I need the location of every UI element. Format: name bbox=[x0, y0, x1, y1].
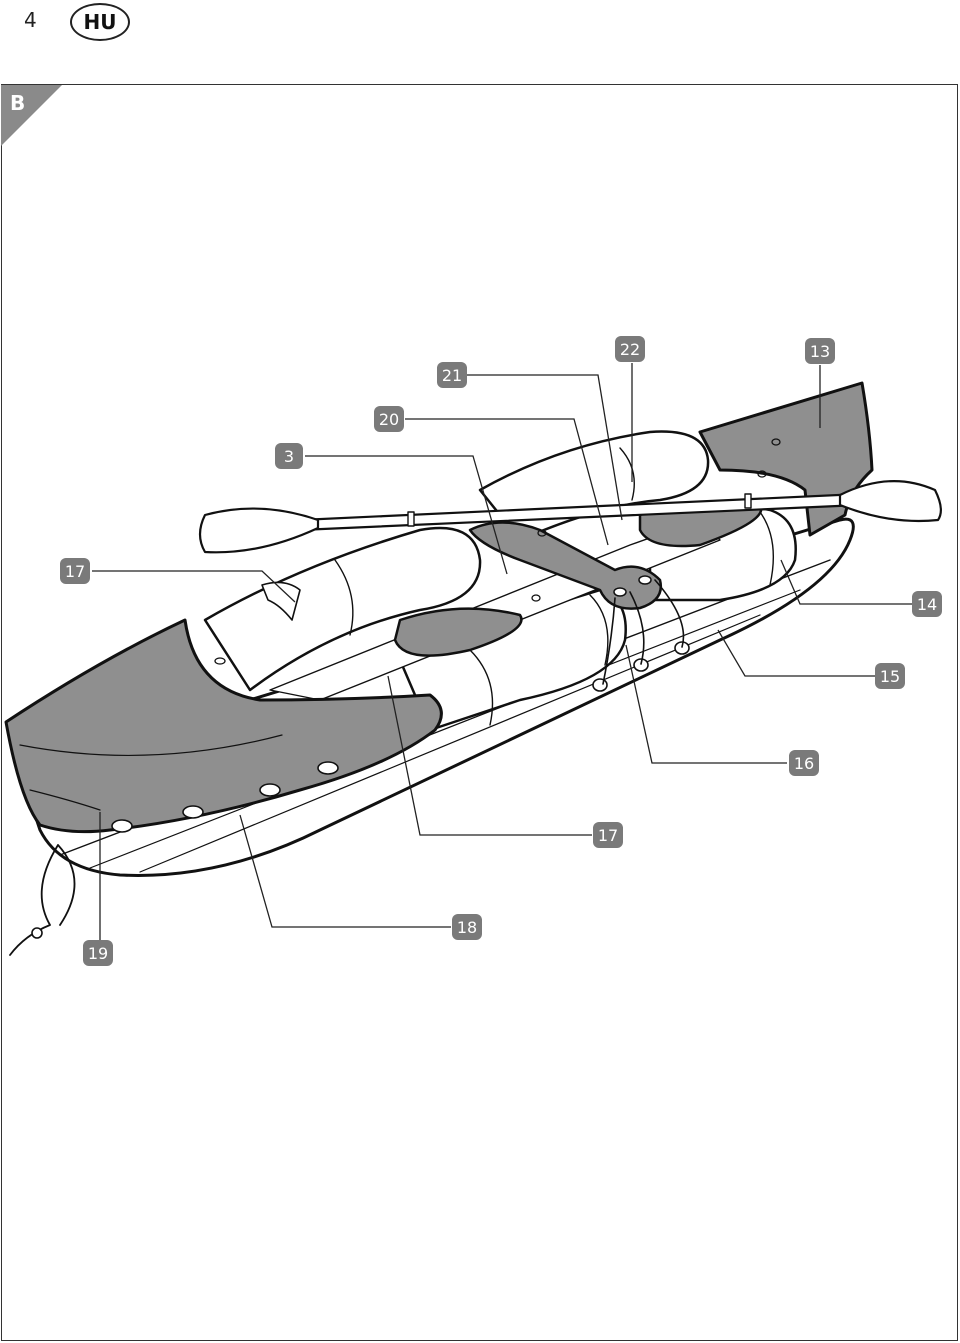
callout-21: 21 bbox=[437, 362, 467, 388]
svg-text:15: 15 bbox=[880, 667, 900, 686]
front-seat bbox=[393, 607, 523, 657]
svg-text:20: 20 bbox=[379, 410, 399, 429]
svg-text:3: 3 bbox=[284, 447, 294, 466]
section-tab: B bbox=[1, 85, 62, 146]
callout-17-bottom: 17 bbox=[593, 822, 623, 848]
figure-frame bbox=[1, 84, 958, 1341]
callout-17-top: 17 bbox=[60, 558, 90, 584]
leader-lines bbox=[92, 363, 912, 940]
paddle bbox=[198, 480, 942, 554]
svg-text:14: 14 bbox=[917, 595, 937, 614]
callout-22: 22 bbox=[615, 336, 645, 362]
svg-text:22: 22 bbox=[620, 340, 640, 359]
section-letter: B bbox=[10, 91, 25, 115]
bow-deck bbox=[4, 618, 443, 834]
svg-text:17: 17 bbox=[598, 826, 618, 845]
d-rings bbox=[111, 641, 690, 833]
backrest bbox=[468, 521, 663, 610]
svg-text:18: 18 bbox=[457, 918, 477, 937]
svg-text:17: 17 bbox=[65, 562, 85, 581]
svg-text:16: 16 bbox=[794, 754, 814, 773]
callout-15: 15 bbox=[875, 663, 905, 689]
callout-3: 3 bbox=[275, 443, 303, 469]
tow-rope bbox=[9, 844, 76, 956]
callout-13: 13 bbox=[805, 338, 835, 364]
kayak-illustration bbox=[4, 381, 942, 956]
svg-text:21: 21 bbox=[442, 366, 462, 385]
callout-14: 14 bbox=[912, 591, 942, 617]
svg-text:13: 13 bbox=[810, 342, 830, 361]
page-number: 4 bbox=[24, 8, 37, 32]
svg-text:19: 19 bbox=[88, 944, 108, 963]
language-badge: HU bbox=[70, 3, 130, 41]
paddle-blade-right bbox=[838, 480, 942, 523]
paddle-blade-left bbox=[198, 507, 320, 554]
callout-18: 18 bbox=[452, 914, 482, 940]
front-tube-left bbox=[203, 526, 482, 692]
callout-19: 19 bbox=[83, 940, 113, 966]
callout-16: 16 bbox=[789, 750, 819, 776]
callout-20: 20 bbox=[374, 406, 404, 432]
